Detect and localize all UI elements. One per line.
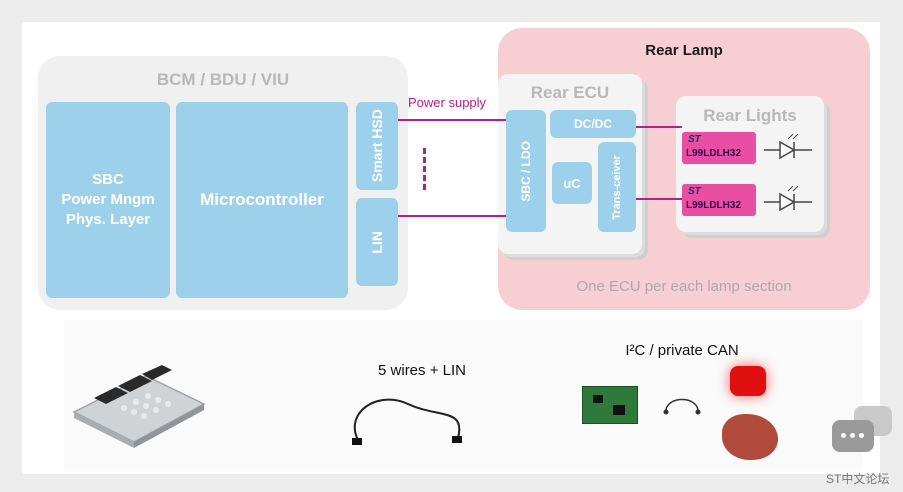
- signal-ellipsis: [423, 148, 426, 190]
- sbc-ldo-block: SBC / LDO: [506, 110, 546, 232]
- lin-block: LIN: [356, 198, 398, 286]
- can-label: I²C / private CAN: [625, 342, 739, 359]
- microcontroller-block: Microcontroller: [176, 102, 348, 298]
- dcdc-to-driver-line: [636, 126, 682, 128]
- rear-lamp-footnote: One ECU per each lamp section: [576, 278, 792, 295]
- small-cable-photo: [663, 398, 701, 415]
- transceiver-label: Trans-ceiver: [611, 154, 623, 220]
- chat-bubble-icon: [832, 406, 892, 454]
- st-logo-1: ST: [688, 134, 701, 145]
- transceiver-block: Trans-ceiver: [598, 142, 636, 232]
- sbc-ldo-label: SBC / LDO: [519, 140, 533, 202]
- led-driver-chip-1: ST L99LDLH32: [682, 132, 756, 164]
- dcdc-block: DC/DC: [550, 110, 636, 138]
- power-supply-line: [398, 119, 506, 121]
- red-lamp-photo: [730, 366, 766, 396]
- uc-block: uC: [552, 162, 592, 204]
- lin-label: LIN: [369, 230, 385, 254]
- rear-ecu-title: Rear ECU: [530, 83, 610, 102]
- ecu-module-photo: [72, 365, 206, 448]
- st-logo-2: ST: [688, 186, 701, 197]
- lin-cable-photo: [352, 398, 462, 445]
- rear-lights-title: Rear Lights: [703, 106, 797, 125]
- power-supply-label: Power supply: [408, 95, 487, 110]
- lamp-lens-photo: [722, 414, 778, 460]
- sbc-block-label: SBC Power Mngm Phys. Layer: [61, 171, 155, 228]
- led-driver-chip-2: ST L99LDLH32: [682, 184, 756, 216]
- led-diode-icon-2: [764, 186, 812, 212]
- led-driver-label-2: L99LDLH32: [686, 200, 742, 211]
- dcdc-label: DC/DC: [574, 117, 612, 131]
- lin-line: [398, 215, 506, 217]
- pcb-board-photo: [582, 386, 638, 424]
- led-driver-label-1: L99LDLH32: [686, 148, 742, 159]
- bcm-title: BCM / BDU / VIU: [156, 70, 290, 89]
- watermark-text: ST中文论坛: [826, 472, 890, 486]
- smart-hsd-block: Smart HSD: [356, 102, 398, 190]
- uc-label: uC: [563, 175, 581, 191]
- slide: BCM / BDU / VIU SBC Power Mngm Phys. Lay…: [22, 22, 880, 474]
- wires-label: 5 wires + LIN: [378, 362, 466, 379]
- led-diode-icon-1: [764, 134, 812, 160]
- rear-lamp-title: Rear Lamp: [645, 42, 723, 59]
- sbc-block: SBC Power Mngm Phys. Layer: [46, 102, 170, 298]
- smart-hsd-label: Smart HSD: [369, 109, 385, 183]
- microcontroller-label: Microcontroller: [200, 190, 324, 209]
- transceiver-to-driver-line: [636, 198, 682, 200]
